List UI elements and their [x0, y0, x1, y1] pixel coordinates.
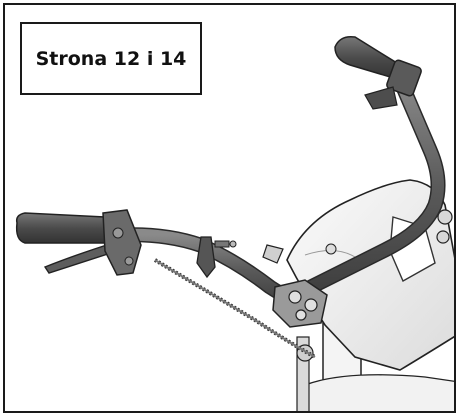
handlebar-clamp — [262, 244, 328, 328]
throttle-cable — [153, 258, 316, 359]
left-handlebar — [15, 209, 313, 313]
page-reference-text: Strona 12 i 14 — [35, 47, 187, 70]
document-frame: Strona 12 i 14 — [3, 3, 456, 413]
motorcycle-handlebar-assembly-icon — [15, 35, 454, 411]
right-handlebar — [287, 35, 446, 303]
page-reference-box: Strona 12 i 14 — [20, 22, 202, 95]
